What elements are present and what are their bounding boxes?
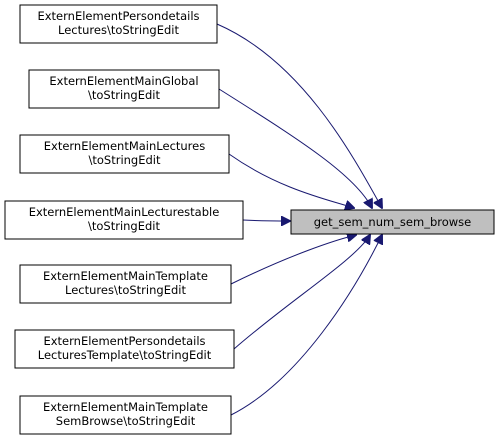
call-edge bbox=[216, 23, 382, 208]
call-edge bbox=[230, 235, 382, 416]
target-node[interactable]: get_sem_num_sem_browse bbox=[290, 209, 495, 235]
caller-node-label: SemBrowse\toStringEdit bbox=[56, 414, 196, 428]
call-edge bbox=[218, 88, 372, 208]
call-edge bbox=[228, 153, 354, 208]
caller-node-label: ExternElementPersondetails bbox=[43, 334, 205, 348]
caller-node[interactable]: ExternElementMainGlobal\toStringEdit bbox=[28, 69, 220, 109]
caller-node-box[interactable] bbox=[19, 134, 230, 174]
nodes-group: ExternElementPersondetailsLectures\toStr… bbox=[4, 4, 244, 435]
call-edge bbox=[230, 235, 356, 285]
edges-group bbox=[216, 23, 382, 416]
caller-node[interactable]: ExternElementMainLectures\toStringEdit bbox=[19, 134, 230, 174]
caller-node-label: \toStringEdit bbox=[88, 88, 161, 102]
caller-node-label: ExternElementPersondetails bbox=[37, 9, 199, 23]
caller-node[interactable]: ExternElementPersondetailsLecturesTempla… bbox=[14, 329, 235, 369]
caller-node-label: Lectures\toStringEdit bbox=[58, 23, 179, 37]
caller-node[interactable]: ExternElementMainTemplateSemBrowse\toStr… bbox=[19, 395, 232, 435]
caller-node[interactable]: ExternElementMainTemplateLectures\toStri… bbox=[19, 264, 232, 304]
caller-node[interactable]: ExternElementMainLecturestable\toStringE… bbox=[4, 200, 244, 240]
caller-node-box[interactable] bbox=[4, 200, 244, 240]
caller-node-label: ExternElementMainTemplate bbox=[43, 269, 208, 283]
caller-node-label: Lectures\toStringEdit bbox=[65, 283, 186, 297]
target-node-box[interactable] bbox=[290, 209, 495, 235]
caller-node[interactable]: ExternElementPersondetailsLectures\toStr… bbox=[19, 4, 218, 44]
caller-node-label: ExternElementMainLectures bbox=[44, 139, 205, 153]
call-edge bbox=[242, 220, 290, 221]
call-edge bbox=[233, 235, 370, 350]
caller-node-label: ExternElementMainTemplate bbox=[43, 400, 208, 414]
caller-node-label: ExternElementMainGlobal bbox=[49, 74, 198, 88]
caller-node-label: \toStringEdit bbox=[88, 153, 161, 167]
caller-node-label: ExternElementMainLecturestable bbox=[29, 205, 220, 219]
caller-node-box[interactable] bbox=[14, 329, 235, 369]
caller-node-box[interactable] bbox=[28, 69, 220, 109]
target-node-label: get_sem_num_sem_browse bbox=[314, 215, 472, 229]
caller-node-box[interactable] bbox=[19, 264, 232, 304]
caller-node-label: \toStringEdit bbox=[88, 219, 161, 233]
caller-node-label: LecturesTemplate\toStringEdit bbox=[38, 348, 212, 362]
caller-node-box[interactable] bbox=[19, 4, 218, 44]
caller-node-box[interactable] bbox=[19, 395, 232, 435]
